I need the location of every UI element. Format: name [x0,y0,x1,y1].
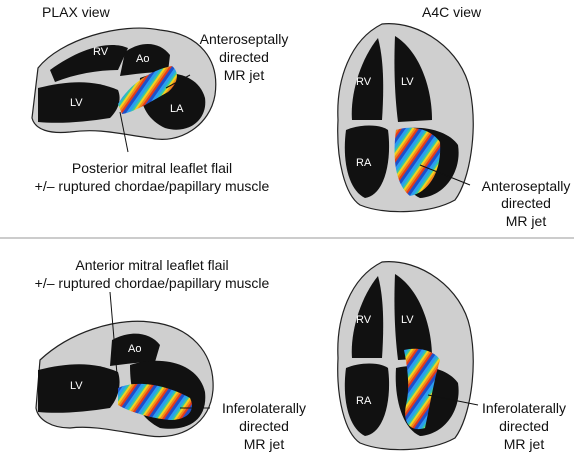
plax-bottom-cause-pointer [109,291,119,387]
a4c-bottom-ra [344,363,390,436]
plax-bottom-cause-line2: +/– ruptured chordae/papillary muscle [35,275,270,291]
plax-bottom-lv-label: LV [70,380,83,392]
plax-top-cause-line1: Posterior mitral leaflet flail [72,160,232,176]
plax-top-la-label: LA [170,103,184,115]
a4c-top-jet-label-line1: Anteroseptally [482,178,571,194]
plax-top-lv-label: LV [70,97,83,109]
a4c-top-rv-label: RV [356,76,372,88]
plax-view-title: PLAX view [42,4,111,20]
plax-top-ao [120,44,170,76]
a4c-bottom-rv [351,276,384,358]
plax-bottom-ao-label: Ao [128,343,141,355]
a4c-top-ra [344,125,390,198]
plax-bottom: Ao LV [35,291,214,438]
a4c-bottom-rv-label: RV [356,314,372,326]
plax-bottom-jet-label-line3: MR jet [244,436,285,452]
a4c-top: RV LV RA [337,23,474,213]
plax-top-jet-label-line2: directed [219,49,269,65]
plax-top-jet [118,66,177,114]
plax-top-ao-label: Ao [136,53,149,65]
a4c-bottom: RV LV RA [337,261,479,451]
plax-top-lv [38,82,120,123]
a4c-top-jet [394,127,441,196]
plax-top-rv-label: RV [93,46,109,58]
a4c-bottom-jet-pointer [427,394,479,406]
a4c-bottom-lv [394,274,432,360]
plax-top-rv [50,44,128,82]
a4c-view-title: A4C view [422,4,482,20]
plax-top-jet-label-line3: MR jet [224,67,265,83]
a4c-top-lv-label: LV [401,76,414,88]
a4c-top-lv [394,36,432,122]
plax-bottom-cause-line1: Anterior mitral leaflet flail [75,257,228,273]
a4c-bottom-jet-label-line2: directed [499,418,549,434]
plax-bottom-jet [118,383,192,420]
a4c-top-ra-label: RA [356,157,372,169]
plax-bottom-lv [38,364,120,413]
plax-bottom-ao [110,333,160,366]
a4c-bottom-jet-label-line1: Inferolaterally [482,400,566,416]
a4c-bottom-lv-label: LV [401,314,414,326]
plax-bottom-jet-label-line2: directed [239,418,289,434]
a4c-top-jet-pointer [419,164,471,186]
plax-bottom-jet-label-line1: Inferolaterally [222,400,306,416]
a4c-top-jet-label-line2: directed [501,195,551,211]
a4c-top-rv [351,38,384,120]
a4c-bottom-ra-label: RA [356,395,372,407]
plax-top: RV Ao LV LA [31,27,217,153]
a4c-bottom-jet [404,348,440,430]
a4c-bottom-jet-label-line3: MR jet [504,436,545,452]
plax-top-cause-pointer [119,111,129,153]
plax-top-jet-label-line1: Anteroseptally [200,31,289,47]
plax-top-jet-pointer [165,74,191,89]
a4c-top-jet-label-line3: MR jet [506,213,547,229]
plax-top-cause-line2: +/– ruptured chordae/papillary muscle [35,178,270,194]
